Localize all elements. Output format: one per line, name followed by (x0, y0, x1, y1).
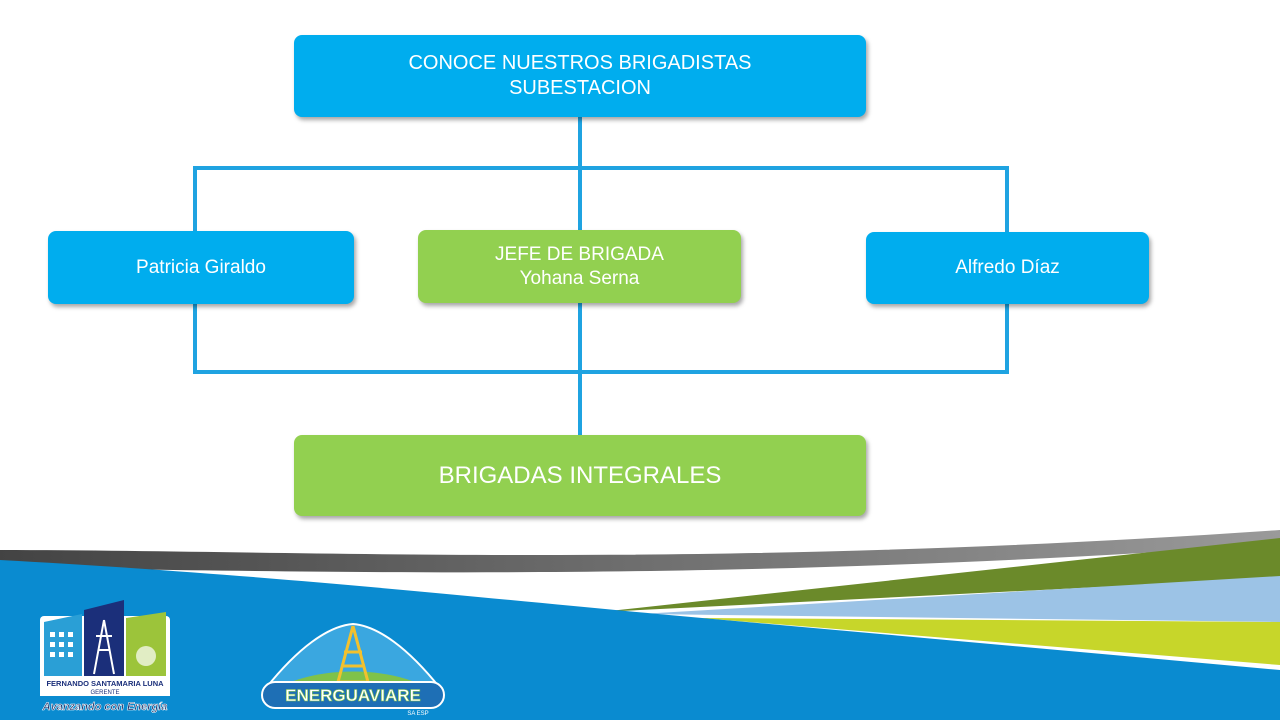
footer-band (0, 530, 1280, 720)
logo-role-line: GERENTE (90, 690, 119, 696)
leader-box: JEFE DE BRIGADA Yohana Serna (418, 230, 741, 303)
title-line-1: CONOCE NUESTROS BRIGADISTAS (408, 52, 752, 74)
member-name-right: Alfredo Díaz (955, 257, 1060, 279)
brigades-box: BRIGADAS INTEGRALES (294, 435, 866, 516)
brigades-label: BRIGADAS INTEGRALES (438, 461, 722, 489)
logo-name-line: FERNANDO SANTAMARIA LUNA (46, 679, 164, 688)
fernando-santamaria-logo: FERNANDO SANTAMARIA LUNA GERENTE Avanzan… (40, 600, 170, 713)
energuaviare-logo: ENERGUAVIARE SA ESP (261, 622, 445, 717)
tower-icon (336, 625, 370, 684)
light-blue-stripe (640, 576, 1280, 622)
olive-stripe (600, 538, 1280, 612)
yellow-green-stripe (700, 618, 1280, 665)
member-box-left: Patricia Giraldo (48, 231, 354, 304)
member-box-right: Alfredo Díaz (866, 232, 1149, 304)
logo-brand: ENERGUAVIARE (285, 686, 421, 705)
title-line-2: SUBESTACION (509, 77, 651, 99)
member-name-left: Patricia Giraldo (136, 256, 266, 278)
upper-horizontal-connector (193, 166, 1009, 232)
leader-name: Yohana Serna (519, 267, 640, 289)
title-box: CONOCE NUESTROS BRIGADISTAS SUBESTACION (294, 35, 866, 117)
logo-slogan: Avanzando con Energía (42, 701, 168, 713)
leader-role: JEFE DE BRIGADA (495, 243, 664, 265)
lower-horizontal-connector (193, 304, 1009, 374)
shadow-swoosh (0, 530, 1280, 573)
logo-suffix: SA ESP (407, 711, 428, 717)
